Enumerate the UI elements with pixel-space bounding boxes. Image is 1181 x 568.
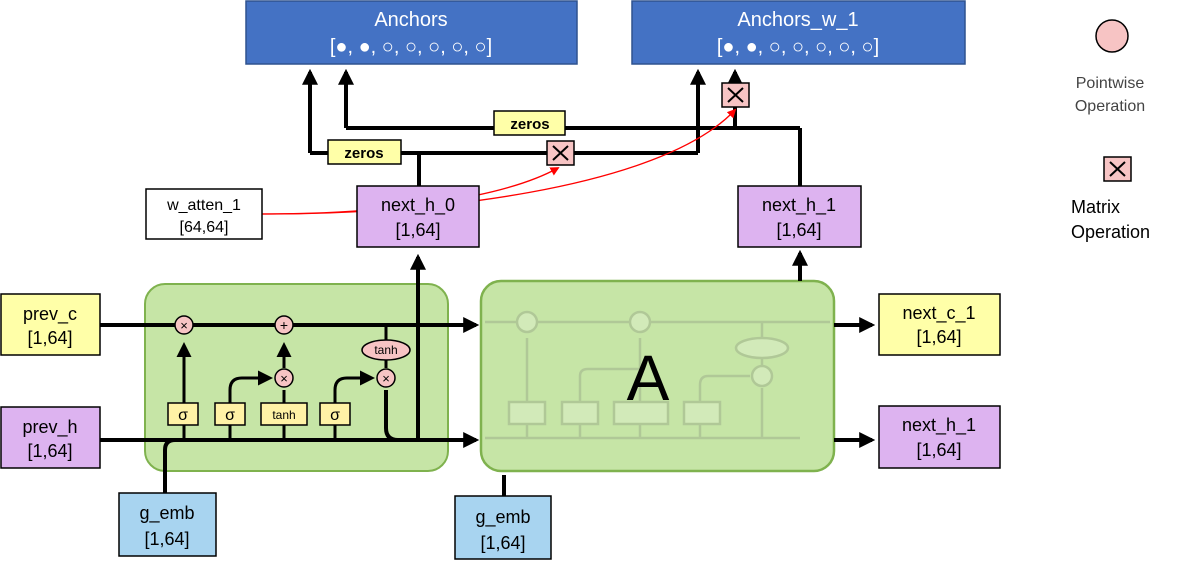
g-emb-2-box <box>454 495 552 560</box>
w-atten-name: w_atten_1 <box>166 197 241 214</box>
lstm-cell-2-label: A <box>627 342 670 414</box>
next-c-1-box <box>878 293 1001 356</box>
next-h-1-right-name: next_h_1 <box>902 415 976 436</box>
attention-arrow-upper <box>261 108 737 215</box>
zeros-box-upper <box>493 110 566 136</box>
next-h-1-right-shape: [1,64] <box>916 440 961 460</box>
anchors-title: Anchors <box>374 9 447 31</box>
anchors-w-title: Anchors_w_1 <box>737 9 858 31</box>
pointwise-multiply-input-symbol: × <box>280 371 288 386</box>
g-emb-1-box <box>118 492 217 557</box>
zeros-box-lower <box>327 139 402 165</box>
lstm-cell-2-internals <box>485 310 830 440</box>
anchors-w-slots: [●, ●, ○, ○, ○, ○, ○] <box>717 36 879 58</box>
next-h-1-top-box <box>737 185 862 248</box>
g-emb-2-name: g_emb <box>475 507 530 528</box>
zeros-label-lower: zeros <box>344 145 383 162</box>
legend-pointwise-line2: Operation <box>1075 98 1145 115</box>
next-h-0-box <box>356 185 480 248</box>
prev-h-box <box>0 406 101 469</box>
g-emb-1-shape: [1,64] <box>144 529 189 549</box>
pointwise-tanh <box>361 339 411 361</box>
gate-box-forget <box>167 402 199 426</box>
lstm-cell-2 <box>479 279 836 473</box>
gate-box-candidate <box>260 402 308 426</box>
legend-pointwise-line1: Pointwise <box>1076 75 1145 92</box>
gate-label-output: σ <box>330 407 340 424</box>
output-gate-line <box>333 370 375 440</box>
legend-matrix-line2: Operation <box>1071 222 1150 242</box>
next-c-1-shape: [1,64] <box>916 327 961 347</box>
gate-box-output <box>319 402 351 426</box>
pointwise-tanh-label: tanh <box>374 343 397 357</box>
pointwise-add-symbol: + <box>280 317 288 333</box>
prev-c-box <box>0 293 101 356</box>
pointwise-multiply-output <box>376 368 396 388</box>
next-h-1-right-box <box>878 405 1001 469</box>
anchors-box <box>245 0 578 65</box>
next-h-1-top-name: next_h_1 <box>762 195 836 216</box>
pointwise-add <box>274 315 294 335</box>
gate-label-candidate: tanh <box>272 408 295 422</box>
matrix-op-upper-icon <box>727 87 744 103</box>
g-emb-1-name: g_emb <box>139 503 194 524</box>
prev-c-shape: [1,64] <box>27 328 72 348</box>
output-to-hidden-line <box>384 390 399 442</box>
legend-pointwise-icon <box>1095 19 1129 53</box>
pointwise-multiply-input <box>274 368 294 388</box>
w-atten-shape: [64,64] <box>180 219 229 236</box>
pointwise-multiply-output-symbol: × <box>382 371 390 386</box>
prev-h-shape: [1,64] <box>27 441 72 461</box>
prev-h-name: prev_h <box>22 417 77 438</box>
next-c-1-name: next_c_1 <box>902 303 975 324</box>
next-h-0-name: next_h_0 <box>381 195 455 216</box>
next-h-1-top-shape: [1,64] <box>776 220 821 240</box>
g-emb-1-line <box>163 438 176 493</box>
prev-c-name: prev_c <box>23 304 77 325</box>
w-atten-box <box>145 188 263 240</box>
input-gate-line <box>228 370 273 440</box>
matrix-op-lower-icon <box>552 145 569 161</box>
next-h-0-shape: [1,64] <box>395 220 440 240</box>
gate-label-forget: σ <box>178 407 188 424</box>
pointwise-multiply-forget <box>174 315 194 335</box>
gate-label-input: σ <box>225 407 235 424</box>
anchors-w-box <box>631 0 966 65</box>
lstm-cell-1 <box>144 283 449 472</box>
pointwise-multiply-forget-symbol: × <box>180 318 188 333</box>
zeros-label-upper: zeros <box>510 116 549 133</box>
legend-matrix-icon-cross <box>1109 161 1126 177</box>
anchors-slots: [●, ●, ○, ○, ○, ○, ○] <box>330 36 492 58</box>
legend-matrix-line1: Matrix <box>1071 197 1120 217</box>
gate-box-input <box>214 402 246 426</box>
g-emb-2-shape: [1,64] <box>480 533 525 553</box>
